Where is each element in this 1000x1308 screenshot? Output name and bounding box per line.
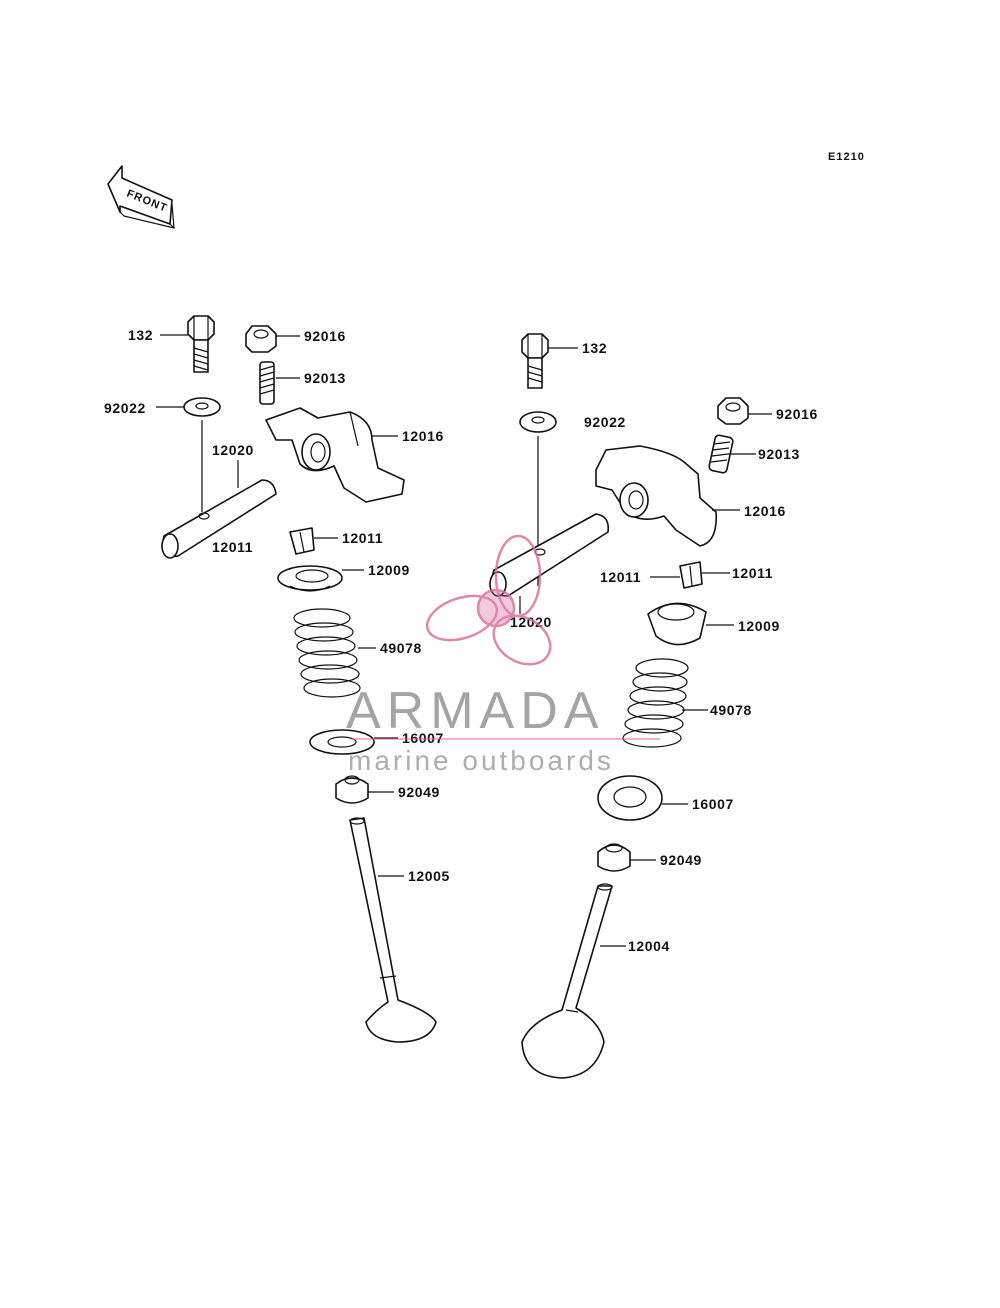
right-retainer [647,602,707,646]
right-retainer-key [679,561,703,589]
left-nut [245,325,277,353]
label-left-spring-seat: 16007 [402,730,444,746]
label-right-nut: 92016 [776,406,818,422]
left-rocker-arm [265,407,405,503]
left-leader-lines [156,334,404,877]
watermark-brand: ARMADA [346,682,604,740]
label-left-nut: 92016 [304,328,346,344]
right-spring-seat [597,775,663,821]
label-right-retainer-key: 12011 [732,565,773,581]
label-right-bolt: 132 [582,340,607,356]
right-part-labels: 132 92022 92016 92013 12016 12020 12011 … [510,340,818,954]
left-valve [349,817,437,1043]
label-right-washer: 92022 [584,414,626,430]
right-rocker-shaft [489,513,610,614]
front-arrow-icon: FRONT [107,165,175,229]
right-nut [717,397,749,425]
watermark-subtitle: marine outboards [348,745,614,776]
right-adjust-screw [708,434,734,474]
label-left-retainer-key: 12011 [342,530,383,546]
right-bolt [521,333,549,389]
right-stem-seal [597,843,631,872]
right-leader-lines [548,347,772,947]
diagram-code: E1210 [828,151,865,163]
label-right-spring-seat: 16007 [692,796,734,812]
left-retainer-key [289,527,315,555]
left-stem-seal [335,775,369,804]
label-right-spring: 49078 [710,702,752,718]
left-valve-spring [293,608,361,698]
label-right-adjust-screw: 92013 [758,446,800,462]
label-left-washer: 92022 [104,400,146,416]
left-bolt [187,315,215,373]
left-part-labels: 132 92016 92013 92022 12016 12020 12011 … [104,327,450,884]
propeller-icon [425,534,552,666]
label-left-rocker-shaft: 12020 [212,442,254,458]
label-left-bolt: 132 [128,327,153,343]
label-left-stem-seal: 92049 [398,784,440,800]
label-left-adjust-screw: 92013 [304,370,346,386]
label-left-rocker-arm: 12016 [402,428,444,444]
label-left-shaft-pin: 12011 [212,539,253,555]
label-right-shaft-pin: 12011 [600,569,641,585]
left-rocker-shaft [161,460,277,559]
watermark: ARMADA marine outboards [346,534,660,776]
left-adjust-screw [259,361,275,405]
left-spring-seat [309,729,375,755]
label-right-valve: 12004 [628,938,670,954]
label-left-valve: 12005 [408,868,450,884]
label-right-rocker-arm: 12016 [744,503,786,519]
right-valve [521,883,613,1079]
label-left-spring: 49078 [380,640,422,656]
right-rocker-arm [595,445,717,547]
label-left-retainer: 12009 [368,562,410,578]
label-right-stem-seal: 92049 [660,852,702,868]
right-valve-spring [622,658,689,748]
left-retainer [277,565,343,592]
label-right-retainer: 12009 [738,618,780,634]
